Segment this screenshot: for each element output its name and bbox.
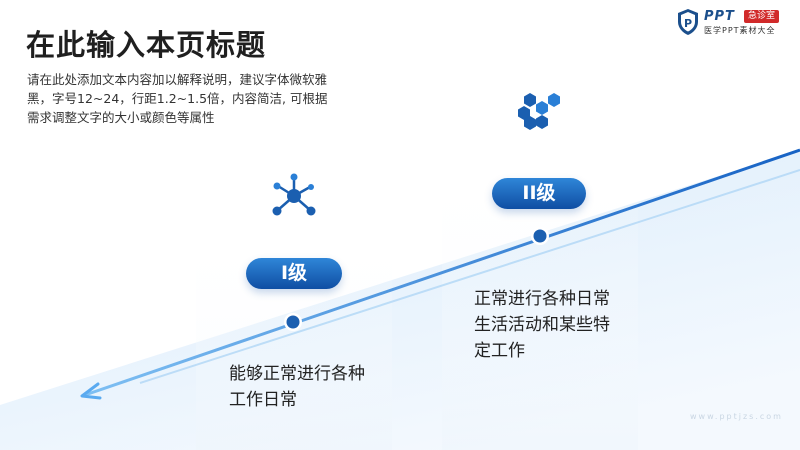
level-2-description: 正常进行各种日常生活活动和某些特定工作 — [474, 289, 610, 361]
level-2-badge: II级 — [492, 178, 586, 209]
level-2-node — [531, 227, 549, 245]
molecule-network-icon — [272, 173, 316, 216]
description-text: 请在此处添加文本内容加以解释说明，建议字体微软雅黑，字号12~24，行距1.2~… — [27, 72, 328, 125]
svg-text:P: P — [684, 17, 692, 30]
level-1-badge: I级 — [246, 258, 342, 289]
brand-logo: P PPT 急诊室 医学PPT素材大全 — [676, 8, 796, 38]
watermark: www.pptjzs.com — [690, 412, 783, 421]
logo-ppt-text: PPT — [704, 9, 735, 24]
logo-subtitle: 医学PPT素材大全 — [704, 26, 776, 35]
faint-diagonal — [139, 169, 800, 384]
main-diagonal-line — [81, 148, 800, 398]
level-1-description: 能够正常进行各种工作日常 — [229, 364, 365, 410]
shield-p-icon: P — [678, 9, 698, 35]
arrowhead — [80, 382, 102, 400]
level-1-node — [284, 313, 302, 331]
hexagon-cluster-icon — [518, 93, 560, 130]
page-title: 在此输入本页标题 — [26, 28, 267, 62]
logo-badge: 急诊室 — [744, 10, 780, 23]
